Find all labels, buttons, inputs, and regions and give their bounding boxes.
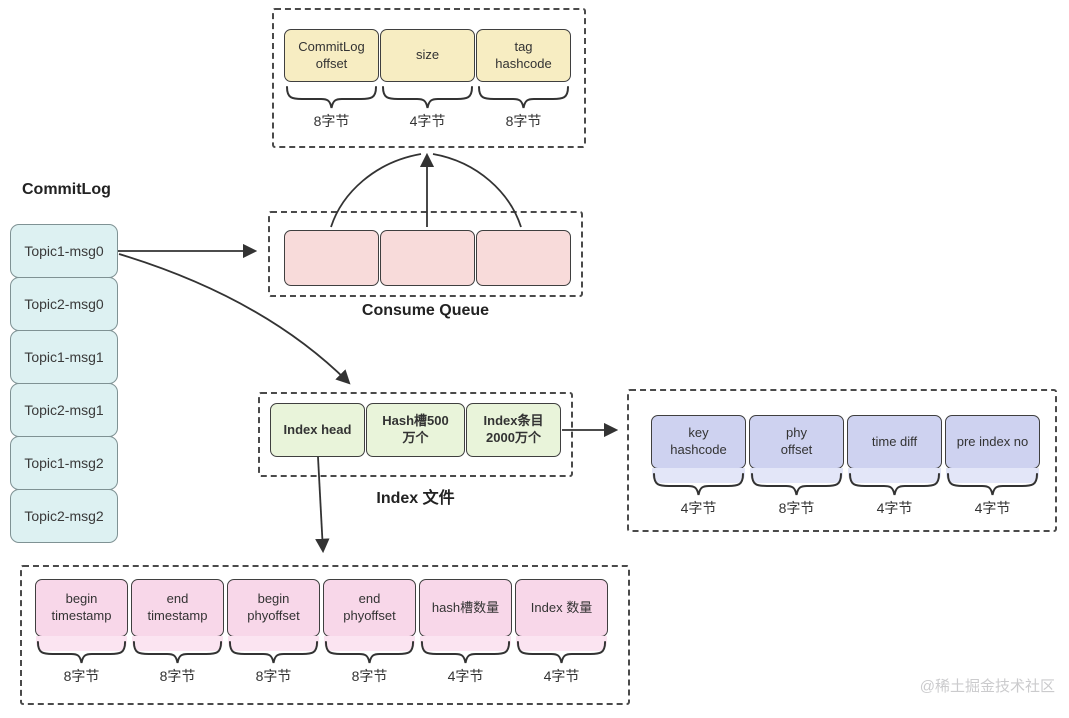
brace-band: [228, 636, 319, 651]
field-group: Index 数量 4字节: [515, 579, 608, 686]
index-file-cell: Hash槽500 万个: [366, 403, 465, 457]
underbrace: [131, 636, 224, 665]
consume-queue-cell: [284, 230, 379, 286]
commitlog-entry: Topic1-msg1: [10, 330, 118, 384]
underbrace: [35, 636, 128, 665]
field-size-label: 8字节: [778, 500, 815, 516]
cq-record-struct-box: CommitLog offset 8字节 size 4字节 tag hashco…: [272, 8, 586, 148]
field-size-label: 4字节: [543, 668, 580, 684]
field-group: CommitLog offset 8字节: [284, 29, 379, 131]
underbrace: [380, 84, 475, 110]
field-cell: tag hashcode: [476, 29, 571, 82]
underbrace: [227, 636, 320, 665]
field-cell: begin phyoffset: [227, 579, 320, 637]
field-size-label: 4字节: [447, 668, 484, 684]
brace-band: [652, 468, 745, 483]
underbrace: [284, 84, 379, 110]
field-size-label: 8字节: [159, 668, 196, 684]
field-group: hash槽数量 4字节: [419, 579, 512, 686]
field-group: key hashcode 4字节: [651, 415, 746, 518]
field-group: begin timestamp 8字节: [35, 579, 128, 686]
field-size-label: 4字节: [876, 500, 913, 516]
field-group: pre index no 4字节: [945, 415, 1040, 518]
field-cell: phy offset: [749, 415, 844, 469]
underbrace: [323, 636, 416, 665]
field-cell: pre index no: [945, 415, 1040, 469]
field-group: time diff 4字节: [847, 415, 942, 518]
field-size-label: 8字节: [505, 113, 542, 129]
field-size-label: 4字节: [680, 500, 717, 516]
field-size-label: 8字节: [255, 668, 292, 684]
field-cell: end phyoffset: [323, 579, 416, 637]
field-cell: begin timestamp: [35, 579, 128, 637]
watermark: @稀土掘金技术社区: [919, 678, 1055, 695]
brace-band: [132, 636, 223, 651]
commitlog-entry: Topic2-msg2: [10, 489, 118, 543]
underbrace: [515, 636, 608, 665]
field-group: begin phyoffset 8字节: [227, 579, 320, 686]
field-cell: hash槽数量: [419, 579, 512, 637]
consume-queue-cells: [284, 230, 581, 286]
field-cell: size: [380, 29, 475, 82]
index-file-title: Index 文件: [376, 490, 455, 507]
field-size-label: 4字节: [974, 500, 1011, 516]
underbrace: [847, 468, 942, 497]
commitlog-entry: Topic1-msg2: [10, 436, 118, 490]
brace-band: [36, 636, 127, 651]
field-size-label: 8字节: [63, 668, 100, 684]
underbrace: [651, 468, 746, 497]
underbrace: [476, 84, 571, 110]
field-group: size 4字节: [380, 29, 475, 131]
consume-queue-cell: [380, 230, 475, 286]
cq-record-fields: CommitLog offset 8字节 size 4字节 tag hashco…: [284, 29, 584, 131]
field-size-label: 8字节: [313, 113, 350, 129]
field-cell: time diff: [847, 415, 942, 469]
field-cell: CommitLog offset: [284, 29, 379, 82]
commitlog-title: CommitLog: [22, 181, 111, 198]
brace-band: [750, 468, 843, 483]
index-file-cell: Index head: [270, 403, 365, 457]
brace-band: [946, 468, 1039, 483]
field-group: phy offset 8字节: [749, 415, 844, 518]
field-cell: Index 数量: [515, 579, 608, 637]
field-group: end timestamp 8字节: [131, 579, 224, 686]
consume-queue-cell: [476, 230, 571, 286]
index-file-cells: Index head Hash槽500 万个 Index条目 2000万个: [270, 403, 571, 457]
index-header-struct-box: begin timestamp 8字节 end timestamp 8字节 be…: [20, 565, 630, 705]
underbrace: [749, 468, 844, 497]
field-size-label: 8字节: [351, 668, 388, 684]
commitlog-stack: Topic1-msg0 Topic2-msg0 Topic1-msg1 Topi…: [10, 224, 118, 543]
field-cell: end timestamp: [131, 579, 224, 637]
commitlog-entry: Topic2-msg1: [10, 383, 118, 437]
consume-queue-box: [268, 211, 583, 297]
field-group: end phyoffset 8字节: [323, 579, 416, 686]
commitlog-entry: Topic1-msg0: [10, 224, 118, 278]
index-file-cell: Index条目 2000万个: [466, 403, 561, 457]
underbrace: [945, 468, 1040, 497]
field-cell: key hashcode: [651, 415, 746, 469]
index-file-box: Index head Hash槽500 万个 Index条目 2000万个: [258, 392, 573, 477]
brace-band: [324, 636, 415, 651]
underbrace: [419, 636, 512, 665]
field-size-label: 4字节: [409, 113, 446, 129]
consume-queue-title: Consume Queue: [361, 302, 490, 319]
brace-band: [516, 636, 607, 651]
index-entry-fields: key hashcode 4字节 phy offset 8字节 time dif…: [651, 415, 1055, 518]
index-header-fields: begin timestamp 8字节 end timestamp 8字节 be…: [35, 579, 628, 686]
brace-band: [420, 636, 511, 651]
index-entry-struct-box: key hashcode 4字节 phy offset 8字节 time dif…: [627, 389, 1057, 532]
commitlog-entry: Topic2-msg0: [10, 277, 118, 331]
field-group: tag hashcode 8字节: [476, 29, 571, 131]
brace-band: [848, 468, 941, 483]
